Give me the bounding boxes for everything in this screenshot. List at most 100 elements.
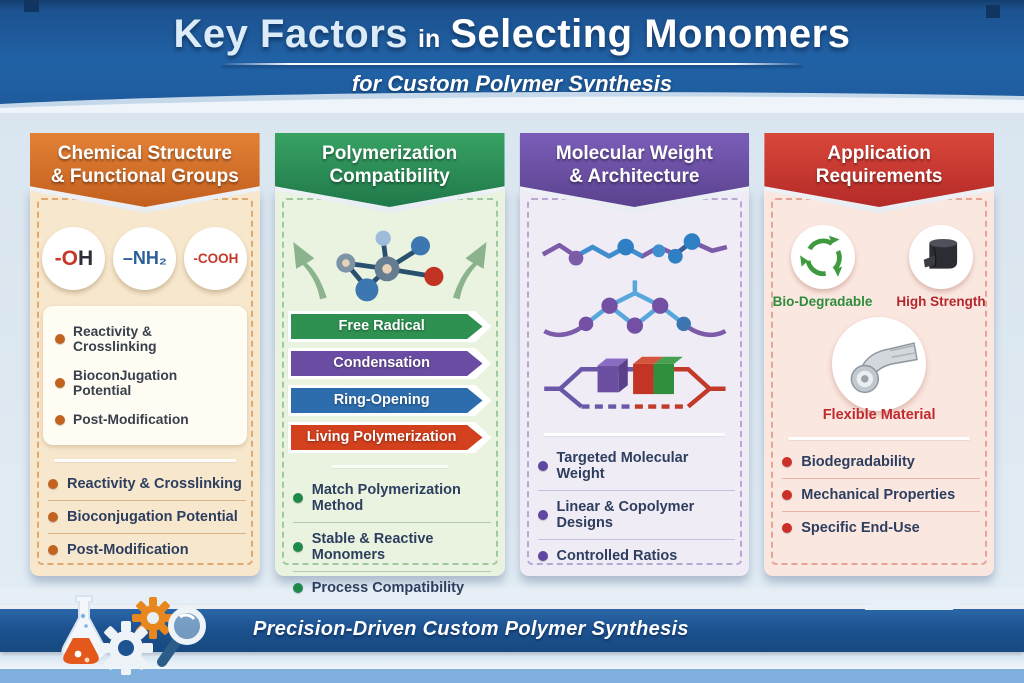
card2-title-line1: Polymerization (322, 143, 458, 164)
list-item: Controlled Ratios (537, 539, 736, 572)
cards-row: Chemical Structure & Functional Groups -… (30, 133, 994, 596)
list-item: Post-Modification (48, 533, 246, 566)
list-item: Stable & Reactive Monomers (292, 522, 491, 571)
bullet-dot (782, 490, 793, 500)
list-item: Linear & Copolymer Designs (537, 490, 736, 539)
footer-strip-light (0, 656, 1024, 669)
list-item-text: Mechanical Properties (801, 487, 956, 503)
banner-condensation: Condensation (290, 351, 483, 376)
copolymer-loop-illustration (543, 356, 726, 409)
footer: Precision-Driven Custom Polymer Synthesi… (0, 588, 1024, 683)
branched-polymer-illustration (542, 280, 726, 338)
bullet-dot (537, 551, 548, 561)
nh2-label: –NH₂ (122, 248, 167, 268)
magnifier-icon (157, 607, 206, 667)
cooh-label: -COOH (193, 251, 239, 266)
list-item-text: Controlled Ratios (556, 548, 678, 564)
card3-separator (543, 433, 726, 436)
highlight-item: Reactivity & Crosslinking (55, 317, 239, 361)
bullet-dot (48, 512, 58, 522)
card4-title-line1: Application (827, 143, 931, 164)
card4-body: Bio-Degradable High Strength (764, 189, 994, 576)
purple-cube-icon (597, 358, 628, 393)
list-item: Mechanical Properties (782, 478, 980, 511)
bullet-dot (782, 457, 793, 467)
card2-bullet-list: Match Polymerization Method Stable & Rea… (292, 474, 491, 604)
card-molecular-weight: Molecular Weight & Architecture (519, 133, 750, 576)
footer-tagline: Precision-Driven Custom Polymer Synthesi… (253, 618, 689, 640)
bullet-dot (292, 583, 303, 593)
list-item: Match Polymerization Method (292, 474, 491, 522)
list-item-text: Biodegradability (801, 454, 915, 470)
bullet-dot (55, 378, 65, 388)
list-item-text: Process Compatibility (311, 580, 465, 596)
list-item: Biodegradability (782, 446, 980, 478)
card4-bullet-list: Biodegradability Mechanical Properties S… (782, 446, 980, 544)
method-banner-list: Free Radical Condensation Ring-Opening L… (287, 311, 492, 453)
left-arrow-icon (293, 242, 327, 300)
bullet-dot (292, 542, 303, 552)
card1-highlight-box: Reactivity & Crosslinking BioconJugation… (43, 306, 247, 445)
gear-white-icon (99, 621, 153, 675)
bullet-dot (537, 461, 548, 471)
bullet-dot (55, 414, 65, 425)
page-subtitle: for Custom Polymer Synthesis (351, 71, 673, 96)
title-connector: in (418, 25, 441, 53)
oh-label-part2: H (77, 246, 94, 270)
card-polymerization-compatibility: Polymerization Compatibility (274, 133, 505, 596)
footer-strip-blue (0, 669, 1024, 683)
card4-separator (788, 437, 970, 440)
bullet-dot (782, 523, 793, 533)
highlight-item: BioconJugation Potential (55, 361, 239, 405)
card3-body: Targeted Molecular Weight Linear & Copol… (519, 189, 750, 576)
card2-body: Free Radical Condensation Ring-Opening L… (274, 189, 505, 596)
flexible-roll-icon (850, 342, 919, 394)
list-item: Process Compatibility (292, 571, 491, 604)
strong-material-icon (923, 238, 958, 269)
app-flexible-material: Flexible Material (764, 317, 994, 423)
list-item-text: Reactivity & Crosslinking (67, 476, 242, 492)
highlight-item-text: Post-Modification (73, 412, 189, 427)
banner-swoosh (0, 92, 1024, 113)
list-item-text: Specific End-Use (801, 520, 920, 536)
list-item: Specific End-Use (782, 511, 980, 544)
bullet-dot (48, 479, 58, 489)
method-banner: Condensation (287, 348, 492, 379)
list-item-text: Targeted Molecular Weight (556, 450, 689, 482)
functional-group-nh2: –NH₂ (113, 227, 177, 290)
list-item-text: Post-Modification (67, 542, 189, 558)
banner-free-radical: Free Radical (290, 314, 483, 339)
list-item-text: Bioconjugation Potential (67, 509, 238, 525)
app-high-strength: High Strength (896, 225, 986, 309)
polymer-chain-illustration (541, 233, 727, 266)
footer-icons (61, 595, 206, 675)
app-biodegradable: Bio-Degradable (772, 225, 873, 309)
functional-group-cooh: -COOH (184, 227, 248, 290)
label-flexible-material: Flexible Material (822, 407, 936, 423)
card-chemical-structure: Chemical Structure & Functional Groups -… (30, 133, 260, 576)
card-application-requirements: Application Requirements (764, 133, 994, 576)
card3-bullet-list: Targeted Molecular Weight Linear & Copol… (537, 442, 736, 572)
label-bio-degradable: Bio-Degradable (772, 294, 873, 309)
card1-title-line1: Chemical Structure (57, 143, 232, 164)
footer-ribbon-notch (864, 599, 964, 610)
recycle-icon (799, 235, 842, 277)
highlight-item: Post-Modification (55, 405, 239, 434)
list-item-text: Stable & Reactive Monomers (311, 531, 434, 563)
corner-mark-right (986, 5, 1000, 18)
list-item-text: Linear & Copolymer Designs (556, 499, 695, 531)
title-rest: Selecting Monomers (450, 12, 851, 56)
bullet-dot (55, 334, 65, 344)
list-item-text: Match Polymerization Method (311, 482, 461, 514)
bullet-dot (537, 510, 548, 520)
bullet-dot (48, 545, 58, 555)
application-icons-row: Bio-Degradable High Strength (764, 225, 994, 309)
right-arrow-icon (452, 242, 487, 300)
method-banner: Living Polymerization (287, 422, 492, 453)
card1-bullet-list: Reactivity & Crosslinking Bioconjugation… (48, 468, 246, 566)
